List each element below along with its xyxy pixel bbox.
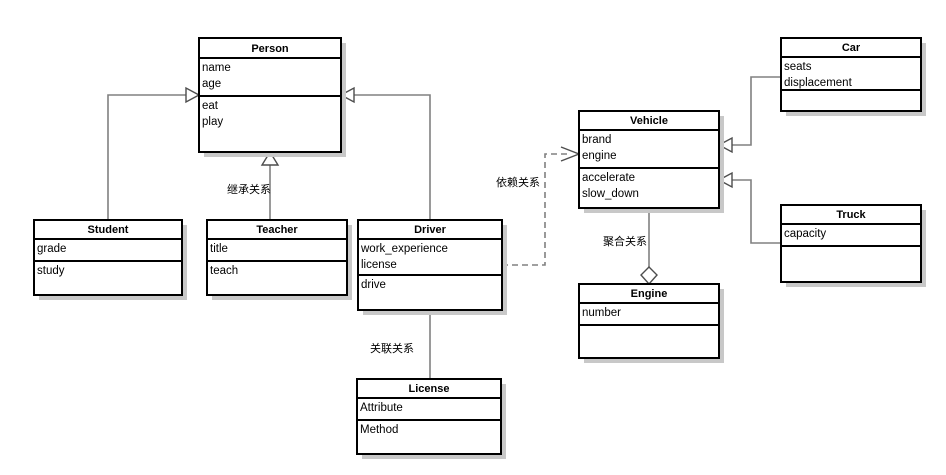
class-method: play	[202, 116, 223, 128]
class-attribute: age	[202, 78, 221, 90]
generalization-arrowhead-icon	[260, 150, 280, 166]
relationship-truck-vehicle[interactable]	[717, 171, 781, 244]
generalization-arrowhead-icon	[339, 86, 355, 104]
connector-layer: 继承关系 依赖关系 关联关系	[107, 76, 781, 379]
class-box-engine[interactable]: Engine number	[578, 283, 724, 363]
driver-vehicle-dashed-line	[502, 153, 570, 266]
class-box-student[interactable]: Student grade study	[33, 219, 187, 300]
class-attribute: work_experience	[360, 243, 448, 255]
class-name: Vehicle	[630, 115, 668, 127]
driver-person-line	[350, 94, 431, 220]
class-name: Person	[251, 43, 289, 55]
aggregation-diamond-icon	[640, 266, 658, 286]
class-box-frame	[578, 283, 720, 359]
class-attribute: displacement	[784, 77, 853, 89]
class-method: study	[37, 265, 65, 277]
class-attribute: name	[202, 62, 231, 74]
class-box-frame	[780, 204, 922, 283]
class-box-teacher[interactable]: Teacher title teach	[206, 219, 352, 300]
class-name: Driver	[414, 224, 447, 236]
class-attribute: brand	[582, 134, 611, 146]
class-attribute: license	[361, 259, 397, 271]
class-name: Car	[842, 42, 861, 54]
generalization-arrowhead-icon	[185, 86, 201, 104]
class-attribute: grade	[37, 243, 66, 255]
car-vehicle-line	[728, 76, 781, 146]
class-method: Method	[360, 424, 398, 436]
class-name: License	[409, 383, 450, 395]
student-person-line	[107, 94, 190, 220]
class-box-frame	[206, 219, 348, 296]
generalization-arrowhead-icon	[717, 171, 733, 189]
class-attribute: capacity	[784, 228, 826, 240]
relationship-label-inheritance: 继承关系	[227, 182, 271, 196]
class-method: drive	[361, 279, 386, 291]
generalization-arrowhead-icon	[717, 136, 733, 154]
class-method: slow_down	[582, 188, 639, 200]
class-box-truck[interactable]: Truck capacity	[780, 204, 926, 287]
class-box-frame	[356, 378, 502, 455]
class-method: eat	[202, 100, 219, 112]
class-box-frame	[780, 37, 922, 112]
relationship-car-vehicle[interactable]	[717, 76, 781, 154]
class-name: Truck	[836, 209, 866, 221]
relationship-driver-license[interactable]: 关联关系	[370, 310, 431, 379]
class-attribute: title	[210, 243, 228, 255]
relationship-student-person[interactable]	[107, 86, 201, 220]
truck-vehicle-line	[728, 179, 781, 244]
relationship-teacher-person[interactable]: 继承关系	[227, 150, 280, 220]
class-attribute: seats	[784, 61, 812, 73]
class-box-car[interactable]: Car seats displacement	[780, 37, 926, 116]
class-box-vehicle[interactable]: Vehicle brand engine accelerate slow_down	[578, 110, 724, 213]
relationship-label-association: 关联关系	[370, 341, 414, 355]
class-box-frame	[578, 110, 720, 209]
relationship-label-aggregation: 聚合关系	[603, 234, 647, 248]
class-method: accelerate	[582, 172, 635, 184]
class-name: Teacher	[256, 224, 298, 236]
class-attribute: number	[582, 307, 621, 319]
relationship-label-dependency: 依赖关系	[496, 175, 540, 189]
class-name: Engine	[631, 288, 668, 300]
relationship-vehicle-engine[interactable]: 聚合关系	[603, 208, 658, 286]
class-method: teach	[210, 265, 238, 277]
class-box-frame	[357, 219, 503, 311]
class-box-frame	[33, 219, 183, 296]
class-box-person[interactable]: Person name age eat play	[198, 37, 346, 157]
class-attribute: Attribute	[360, 402, 403, 414]
class-attribute: engine	[582, 150, 617, 162]
relationship-driver-person[interactable]	[339, 86, 431, 220]
class-name: Student	[88, 224, 129, 236]
relationship-driver-vehicle[interactable]: 依赖关系	[496, 146, 581, 266]
